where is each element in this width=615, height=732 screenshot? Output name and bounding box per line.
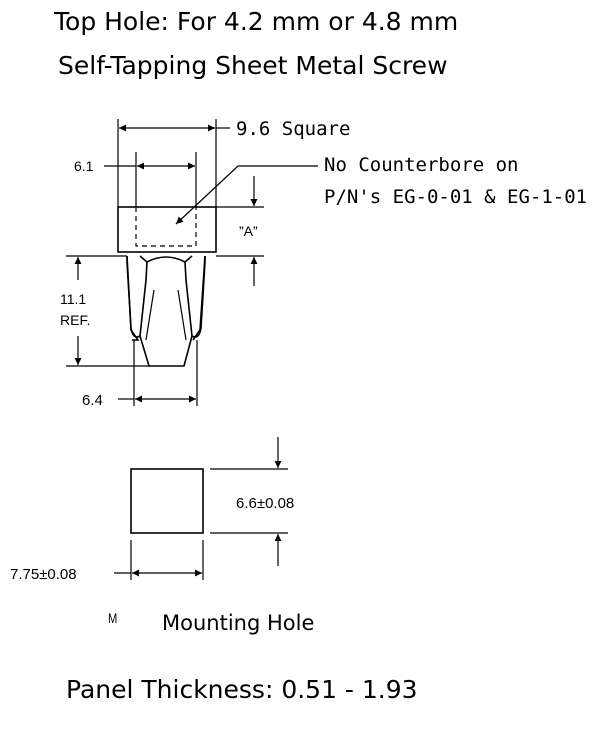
title-line-1: Top Hole: For 4.2 mm or 4.8 mm (53, 7, 458, 36)
part-leg-inner-right (177, 289, 187, 341)
label-ref: REF. (60, 312, 90, 328)
label-7-75: 7.75±0.08 (10, 566, 77, 583)
counterbore-hidden-line (135, 207, 197, 247)
label-9-6-square: 9.6 Square (236, 118, 350, 140)
part-view: 9.6 Square 6.1 No Counterbore on P/N's E… (60, 118, 587, 409)
note-leader (175, 165, 318, 225)
part-tip (139, 335, 193, 367)
note-line-2: P/N's EG-0-01 & EG-1-01 (324, 186, 587, 208)
label-6-4: 6.4 (82, 392, 103, 409)
panel-thickness: Panel Thickness: 0.51 - 1.93 (66, 675, 418, 704)
part-leg-left (126, 255, 148, 338)
part-leg-inner-left (145, 289, 155, 341)
mounting-hole-caption: Mounting Hole (162, 611, 314, 635)
label-11-1: 11.1 (60, 291, 86, 307)
mounting-hole (130, 468, 204, 534)
label-a: ”A” (239, 223, 258, 239)
label-6-1: 6.1 (74, 158, 94, 174)
note-line-1: No Counterbore on (324, 154, 518, 176)
part-legs-outer (126, 255, 206, 341)
stray-glyph: M (108, 611, 117, 626)
part-center-slot (146, 256, 186, 263)
part-head (117, 206, 217, 253)
hole-view: 6.6±0.08 7.75±0.08 M Mounting Hole (10, 437, 314, 635)
part-leg-right (184, 255, 206, 338)
title-line-2: Self-Tapping Sheet Metal Screw (58, 51, 448, 80)
label-6-6: 6.6±0.08 (236, 495, 294, 512)
